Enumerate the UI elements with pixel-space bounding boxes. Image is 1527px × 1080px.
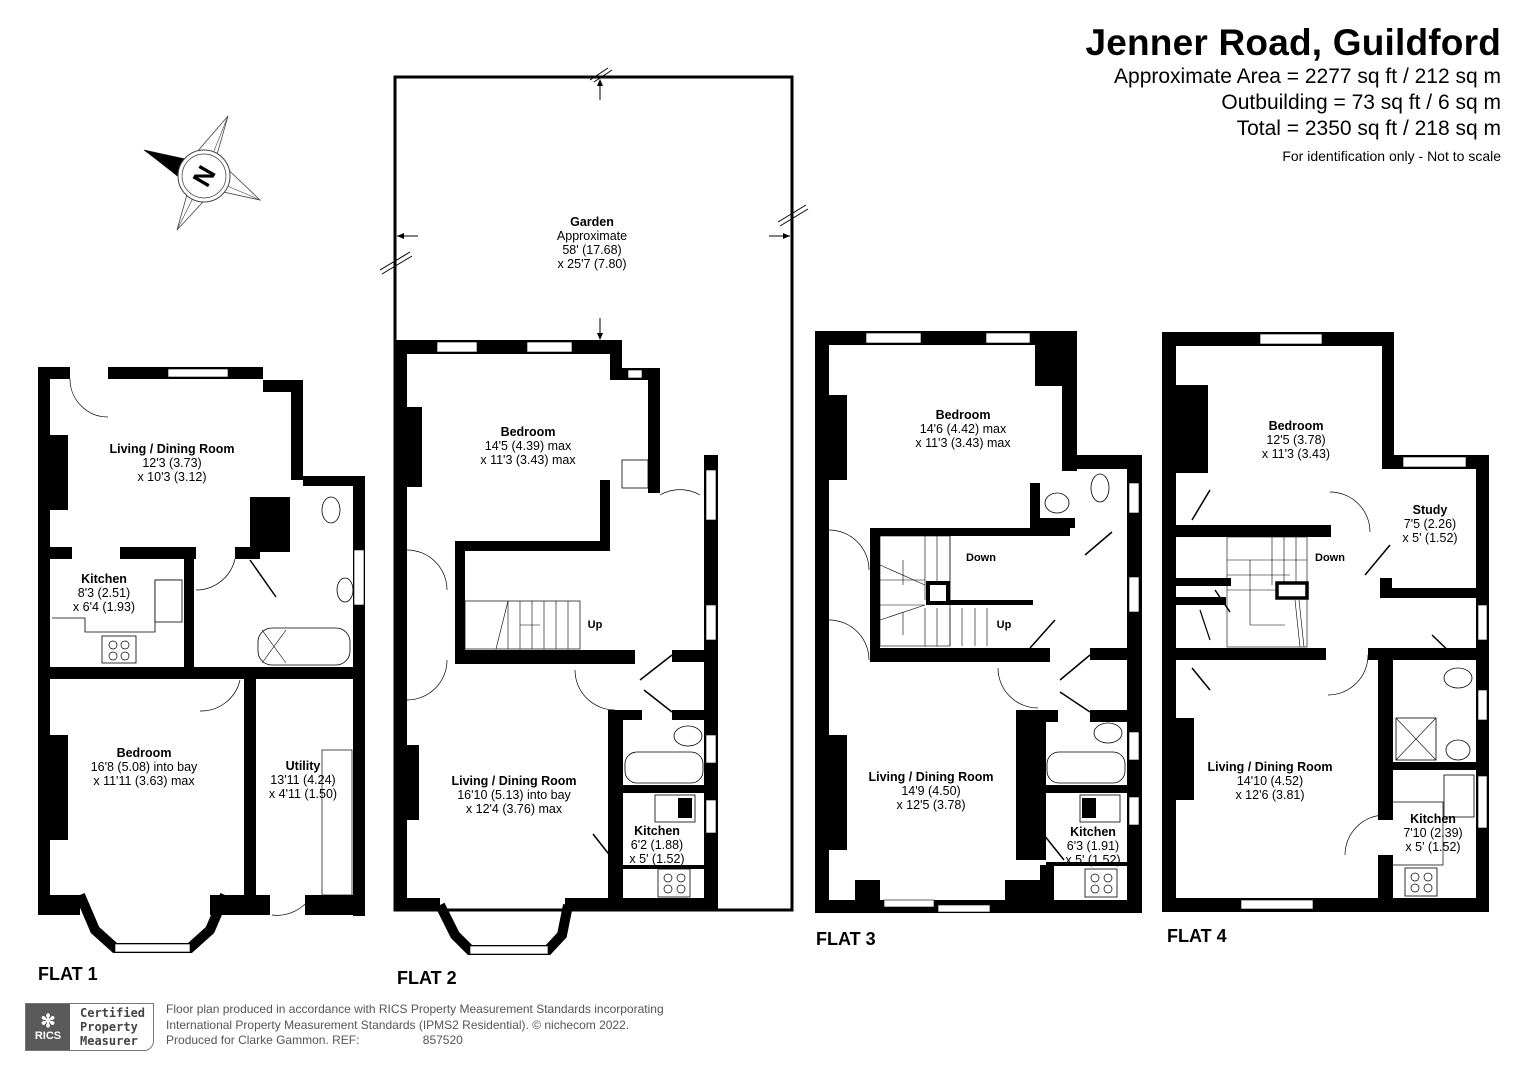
flat1-utility-name: Utility bbox=[286, 759, 321, 773]
total-area: Total = 2350 sq ft / 218 sq m bbox=[1236, 117, 1501, 140]
flat1-living-name: Living / Dining Room bbox=[110, 442, 235, 456]
flat4-bedroom-dim1: 12'5 (3.78) bbox=[1266, 433, 1325, 447]
footer-produced-for: Produced for Clarke Gammon. REF: bbox=[166, 1033, 360, 1047]
flat2-kitchen-name: Kitchen bbox=[634, 824, 680, 838]
badge-line3: Measurer bbox=[80, 1034, 138, 1048]
flat1-kitchen-dim1: 8'3 (2.51) bbox=[78, 586, 130, 600]
flat4-living-name: Living / Dining Room bbox=[1208, 760, 1333, 774]
flat1-bedroom-dim2: x 11'11 (3.63) max bbox=[93, 774, 195, 788]
flat3-living-name: Living / Dining Room bbox=[869, 770, 994, 784]
flat-1-plan: Living / Dining Room 12'3 (3.73) x 10'3 … bbox=[38, 367, 365, 984]
flat4-study-dim1: 7'5 (2.26) bbox=[1404, 517, 1456, 531]
flat2-bedroom-dim1: 14'5 (4.39) max bbox=[485, 439, 572, 453]
flat2-stairs-up: Up bbox=[588, 619, 603, 631]
flat2-kitchen-dim2: x 5' (1.52) bbox=[629, 852, 684, 866]
badge-line2: Property bbox=[80, 1020, 138, 1034]
garden-width: x 25'7 (7.80) bbox=[557, 257, 626, 271]
flat3-living-dim2: x 12'5 (3.78) bbox=[896, 798, 965, 812]
flat1-bedroom-dim1: 16'8 (5.08) into bay bbox=[91, 760, 198, 774]
approximate-area: Approximate Area = 2277 sq ft / 212 sq m bbox=[1114, 65, 1501, 88]
footer-line1: Floor plan produced in accordance with R… bbox=[166, 1002, 664, 1016]
footer-ref-number: 857520 bbox=[422, 1033, 463, 1047]
garden-area: Garden Approximate 58' (17.68) x 25'7 (7… bbox=[379, 67, 809, 912]
rics-lion-icon: ✻ bbox=[40, 1011, 56, 1031]
flat3-bedroom-name: Bedroom bbox=[936, 408, 991, 422]
garden-approx: Approximate bbox=[557, 229, 627, 243]
flat-3-label: FLAT 3 bbox=[816, 929, 876, 949]
rics-org-label: RICS bbox=[34, 1030, 62, 1042]
flat1-living-dim2: x 10'3 (3.12) bbox=[137, 470, 206, 484]
flat2-living-dim1: 16'10 (5.13) into bay bbox=[457, 788, 571, 802]
property-title: Jenner Road, Guildford bbox=[1085, 22, 1501, 63]
flat2-living-name: Living / Dining Room bbox=[452, 774, 577, 788]
garden-label: Garden bbox=[570, 215, 614, 229]
flat-3-plan: Down Up Bedroom 14'6 (4 bbox=[815, 331, 1142, 949]
flat-1-label: FLAT 1 bbox=[38, 964, 98, 984]
flat1-kitchen-name: Kitchen bbox=[81, 572, 127, 586]
flat4-living-dim2: x 12'6 (3.81) bbox=[1235, 788, 1304, 802]
flat3-stairs-down: Down bbox=[966, 552, 996, 564]
flat3-kitchen-name: Kitchen bbox=[1070, 825, 1116, 839]
footer-line3: Produced for Clarke Gammon. REF: 857520 bbox=[166, 1033, 664, 1049]
flat4-kitchen-dim1: 7'10 (2.39) bbox=[1403, 826, 1462, 840]
flat-4-label: FLAT 4 bbox=[1167, 926, 1227, 946]
flat-2-label: FLAT 2 bbox=[397, 968, 457, 988]
flat3-kitchen-dim2: x 5' (1.52) bbox=[1065, 853, 1120, 867]
flat2-bedroom-dim2: x 11'3 (3.43) max bbox=[480, 453, 576, 467]
flat1-kitchen-dim2: x 6'4 (1.93) bbox=[73, 600, 135, 614]
flat4-living-dim1: 14'10 (4.52) bbox=[1237, 774, 1303, 788]
north-compass-icon: N bbox=[143, 115, 262, 231]
flat1-bedroom-name: Bedroom bbox=[117, 746, 172, 760]
flat2-kitchen-dim1: 6'2 (1.88) bbox=[631, 838, 683, 852]
flat-2-plan: Up Bedroom 14'5 (4.39) max x 11'3 (3.43)… bbox=[395, 340, 718, 988]
flat3-living-dim1: 14'9 (4.50) bbox=[901, 784, 960, 798]
flat1-utility-dim2: x 4'11 (1.50) bbox=[269, 787, 337, 801]
flat4-kitchen-name: Kitchen bbox=[1410, 812, 1456, 826]
flat3-stairs-up: Up bbox=[997, 619, 1012, 631]
footer-disclaimer: Floor plan produced in accordance with R… bbox=[166, 1002, 664, 1049]
flat4-study-name: Study bbox=[1413, 503, 1448, 517]
certified-property-measurer: Certified Property Measurer bbox=[70, 1004, 153, 1050]
flat3-bedroom-dim2: x 11'3 (3.43) max bbox=[915, 436, 1011, 450]
footer-line2: International Property Measurement Stand… bbox=[166, 1017, 630, 1032]
rics-logo: ✻ RICS bbox=[26, 1004, 70, 1050]
flat4-bedroom-dim2: x 11'3 (3.43) bbox=[1262, 447, 1330, 461]
flat4-kitchen-dim2: x 5' (1.52) bbox=[1405, 840, 1460, 854]
badge-line1: Certified bbox=[80, 1006, 146, 1020]
flat1-utility-dim1: 13'11 (4.24) bbox=[270, 773, 335, 787]
flat1-living-dim1: 12'3 (3.73) bbox=[142, 456, 201, 470]
garden-length: 58' (17.68) bbox=[562, 243, 621, 257]
plan-footer: ✻ RICS Certified Property Measurer Floor… bbox=[25, 1002, 664, 1051]
outbuilding-area: Outbuilding = 73 sq ft / 6 sq m bbox=[1221, 91, 1501, 114]
flat4-study-dim2: x 5' (1.52) bbox=[1402, 531, 1457, 545]
flat2-bedroom-name: Bedroom bbox=[501, 425, 556, 439]
plan-header: Jenner Road, Guildford Approximate Area … bbox=[1085, 22, 1501, 164]
flat-4-plan: Down Bedroom 12'5 (3.78) x 11'3 (3.43) bbox=[1162, 332, 1489, 946]
flat3-kitchen-dim1: 6'3 (1.91) bbox=[1067, 839, 1119, 853]
flat3-bedroom-dim1: 14'6 (4.42) max bbox=[920, 422, 1007, 436]
flat4-stairs-down: Down bbox=[1315, 552, 1345, 564]
flat4-bedroom-name: Bedroom bbox=[1269, 419, 1324, 433]
rics-certified-badge: ✻ RICS Certified Property Measurer bbox=[25, 1003, 155, 1051]
disclaimer-note: For identification only - Not to scale bbox=[1282, 148, 1501, 164]
flat2-living-dim2: x 12'4 (3.76) max bbox=[466, 802, 563, 816]
